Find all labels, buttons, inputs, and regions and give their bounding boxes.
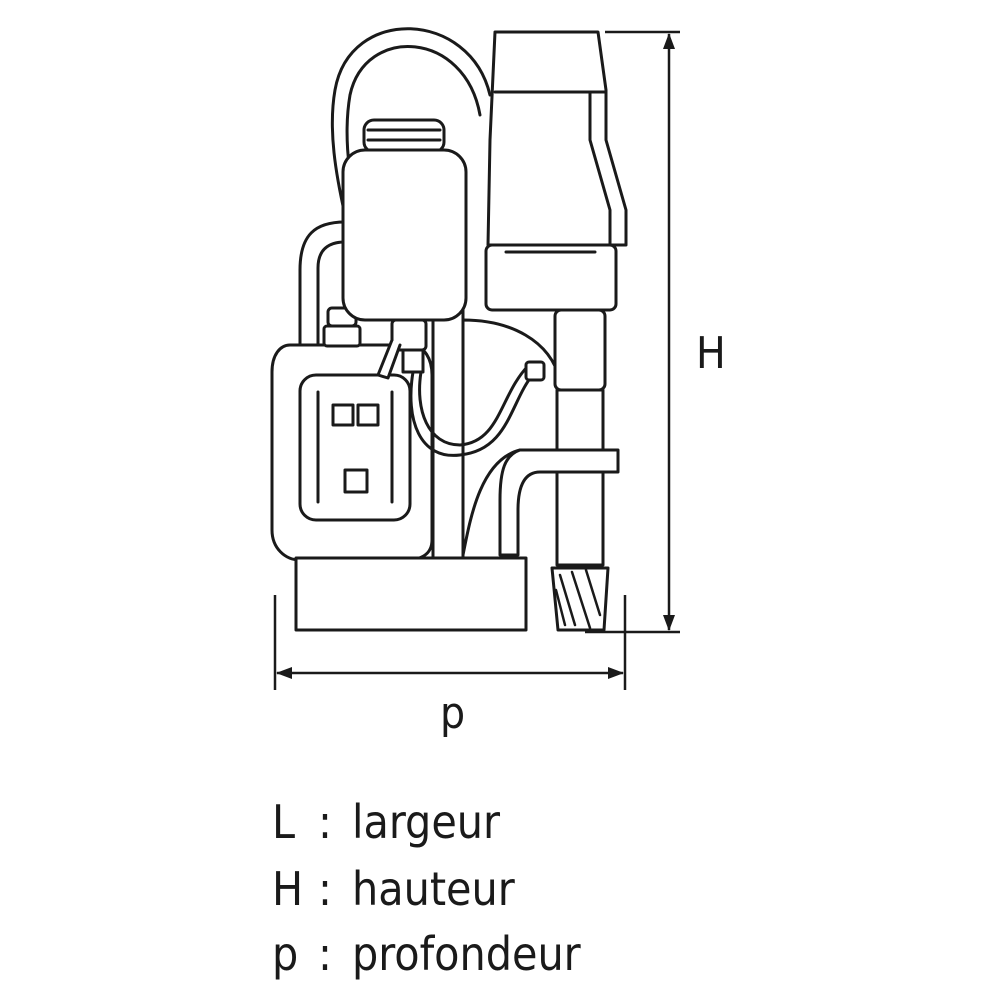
switch-3 [343, 468, 369, 494]
tap-lever [376, 338, 402, 380]
column [431, 308, 465, 562]
height-label: H [696, 328, 726, 379]
tank-tap-nozzle [401, 348, 425, 374]
switch-2 [356, 403, 380, 427]
cutter-flutes [554, 568, 602, 630]
valve-body [322, 324, 362, 348]
legend-symbol: L [272, 795, 295, 849]
legend-symbol: p [272, 927, 298, 981]
legend-row-width: L : largeur [272, 795, 501, 849]
legend-separator: : [318, 795, 332, 849]
side-pipe [298, 220, 347, 347]
motor-housing [486, 30, 628, 247]
legend-row-height: H : hauteur [272, 862, 516, 916]
spindle-upper [553, 308, 607, 392]
drill-illustration [270, 27, 628, 632]
legend-separator: : [318, 862, 332, 916]
coolant-tube-inner [418, 364, 530, 447]
gearbox [484, 243, 618, 312]
legend-meaning: profondeur [352, 927, 582, 981]
feed-handle [498, 448, 620, 557]
coolant-tube [409, 370, 537, 457]
coolant-hose-upper [330, 27, 492, 217]
control-panel [298, 373, 412, 522]
tube-fitting [524, 360, 546, 382]
coolant-tank-cap [362, 118, 446, 154]
switch-1 [331, 403, 355, 427]
legend-meaning: hauteur [352, 862, 516, 916]
legend-meaning: largeur [352, 795, 501, 849]
legend-separator: : [318, 927, 332, 981]
dimension-lines [273, 30, 680, 690]
magnet-base [294, 556, 528, 632]
spindle-lower [555, 388, 605, 567]
legend-row-depth: p : profondeur [272, 927, 582, 981]
motor-edge [588, 90, 612, 247]
legend: L : largeur H : hauteur p : profondeur [272, 795, 582, 981]
legend-symbol: H [272, 862, 303, 916]
coolant-tank [341, 148, 468, 322]
depth-label: p [440, 688, 465, 739]
